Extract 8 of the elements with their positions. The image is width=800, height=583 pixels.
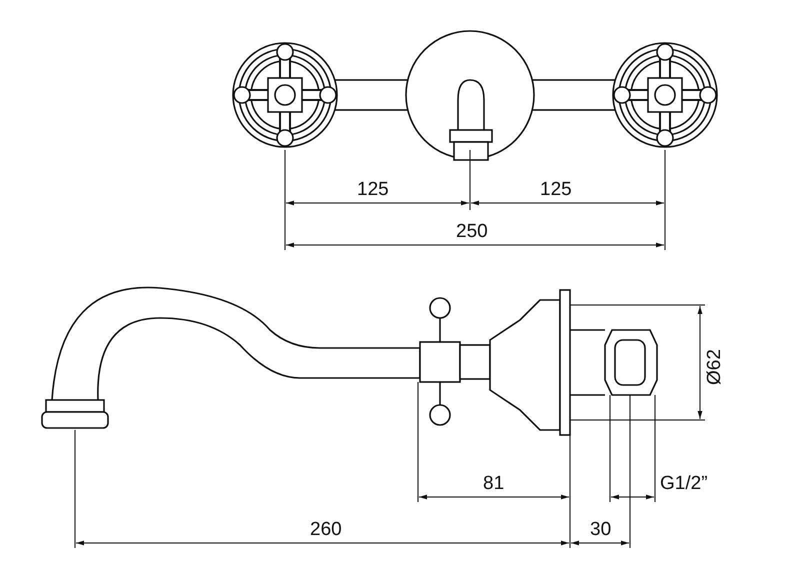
dimension-label: 125 — [357, 180, 389, 199]
dimension-label: Ø62 — [705, 349, 724, 385]
dimension-label: G1/2” — [660, 474, 708, 493]
dimension-label: 125 — [540, 180, 572, 199]
dimension-label: 250 — [456, 222, 488, 241]
dimension-label: 30 — [590, 520, 612, 539]
dimension-label: 260 — [310, 520, 342, 539]
dimension-label: 81 — [483, 474, 504, 493]
